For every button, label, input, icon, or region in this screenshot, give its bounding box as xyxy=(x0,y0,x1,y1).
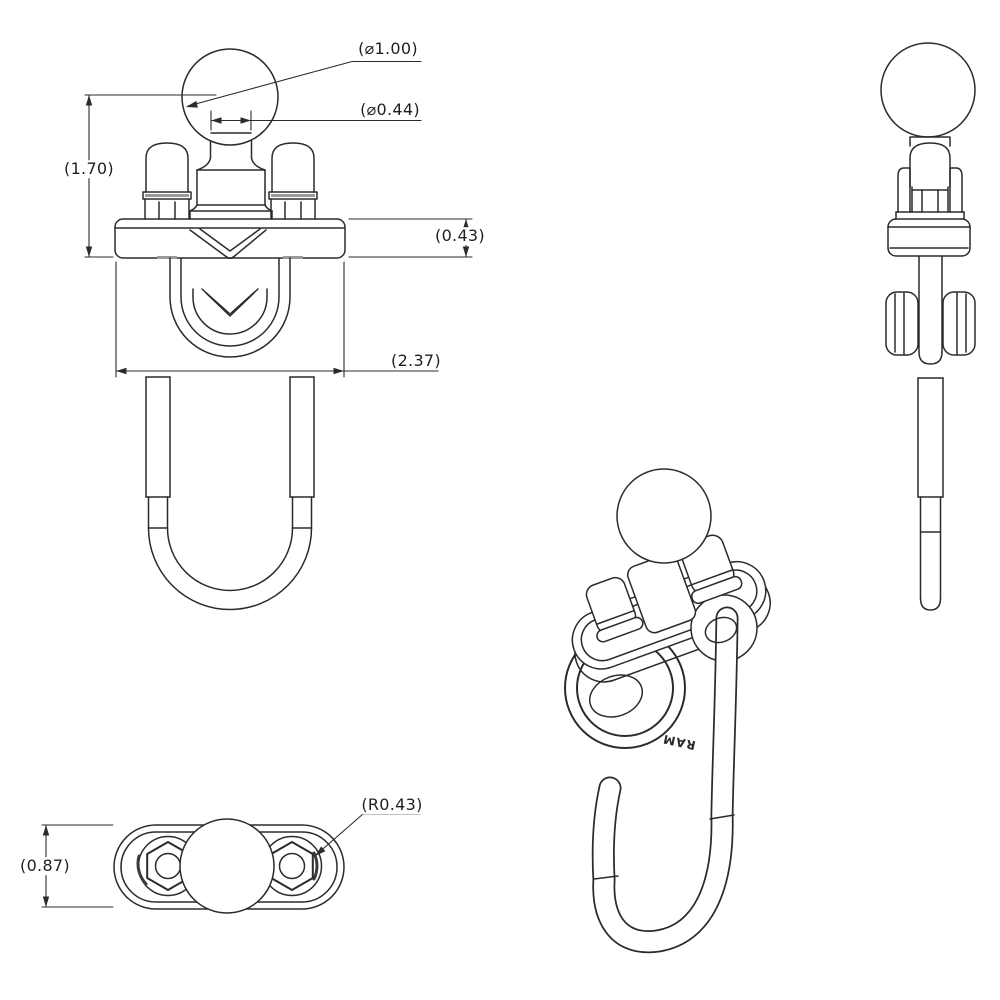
dim-label-end-radius: (R0.43) xyxy=(359,795,425,815)
top-view xyxy=(41,813,421,914)
top-right-nut xyxy=(261,835,323,897)
isometric-view: RAM xyxy=(564,468,771,954)
ram-logo-text: RAM xyxy=(661,732,697,753)
side-base-plate xyxy=(887,218,971,257)
dim-label-overall-height: (1.70) xyxy=(62,159,116,179)
front-u-bolt xyxy=(145,376,315,611)
dim-label-base-width: (2.37) xyxy=(389,351,443,371)
dim-label-stem-diameter: (⌀0.44) xyxy=(358,100,422,120)
front-left-bolt xyxy=(142,142,192,220)
side-ball xyxy=(880,42,976,138)
front-base-plate xyxy=(114,218,346,259)
dim-label-ball-diameter: (⌀1.00) xyxy=(356,39,420,59)
iso-boss-hole xyxy=(704,616,738,644)
iso-left-bolt xyxy=(585,576,644,643)
front-ball xyxy=(181,48,279,146)
iso-ball xyxy=(616,468,712,564)
side-saddle xyxy=(885,255,976,365)
top-ball xyxy=(179,818,275,914)
front-view xyxy=(84,48,473,611)
front-right-bolt xyxy=(268,142,318,220)
side-u-bolt xyxy=(917,377,944,611)
dim-label-base-depth: (0.87) xyxy=(18,856,72,876)
top-dimensions xyxy=(41,813,421,908)
iso-u-bolt xyxy=(591,606,739,954)
side-stem xyxy=(895,136,965,220)
side-view xyxy=(880,42,976,611)
front-stem xyxy=(189,132,273,220)
front-saddle xyxy=(169,257,291,358)
dim-label-base-thickness: (0.43) xyxy=(433,226,487,246)
